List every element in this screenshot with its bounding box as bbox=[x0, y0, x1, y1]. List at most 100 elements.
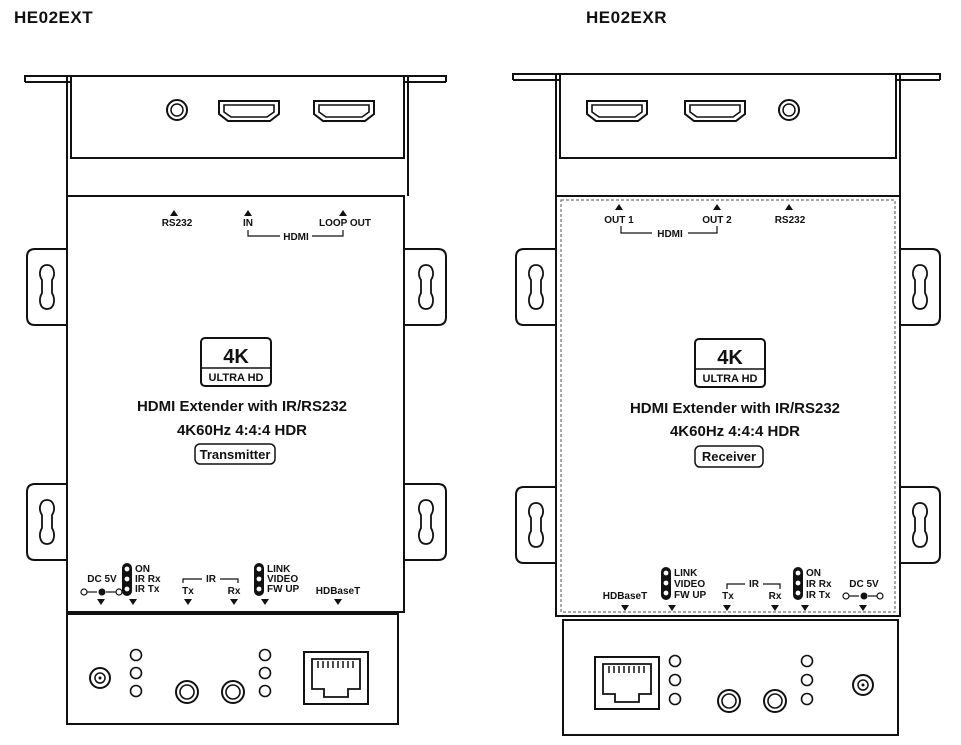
mounting-ear-icon bbox=[898, 486, 941, 564]
led-link-label: LINK bbox=[674, 568, 698, 579]
hdmi-group-label: HDMI bbox=[283, 232, 309, 243]
hdbaset-label: HDBaseT bbox=[603, 591, 647, 602]
product-spec: 4K60Hz 4:4:4 HDR bbox=[177, 422, 307, 439]
hdbaset-label: HDBaseT bbox=[316, 586, 360, 597]
receiver-bottom-labels: HDBaseT LINK VIDEO FW UP IR Tx Rx ON IR … bbox=[603, 567, 884, 611]
product-spec: 4K60Hz 4:4:4 HDR bbox=[670, 423, 800, 440]
transmitter-body bbox=[66, 195, 405, 613]
logo-4k-text: 4K bbox=[223, 346, 249, 368]
rs232-port-icon bbox=[778, 99, 800, 121]
arrow-down-icon bbox=[184, 599, 192, 605]
logo-ultra-hd-text: ULTRA HD bbox=[209, 372, 264, 384]
rs232-label: RS232 bbox=[775, 215, 806, 226]
arrow-down-icon bbox=[230, 599, 238, 605]
unit-type-badge bbox=[194, 443, 276, 465]
dc-5v-label: DC 5V bbox=[87, 574, 117, 585]
power-symbol-icon bbox=[842, 592, 884, 600]
loop-out-label: LOOP OUT bbox=[319, 218, 371, 229]
led-indicator-icon bbox=[800, 654, 814, 706]
mounting-ear-icon bbox=[515, 486, 558, 564]
arrow-up-icon bbox=[615, 204, 623, 210]
hdmi-in-label: IN bbox=[243, 218, 253, 229]
led-indicator-icon bbox=[258, 648, 272, 698]
dc-power-jack-icon bbox=[89, 667, 111, 689]
receiver-top-bracket bbox=[512, 73, 941, 196]
arrow-down-icon bbox=[859, 605, 867, 611]
arrow-up-icon bbox=[170, 210, 178, 216]
ir-rx-jack-icon bbox=[763, 689, 787, 713]
led-indicator-icon bbox=[129, 648, 143, 698]
product-description: HDMI Extender with IR/RS232 bbox=[630, 400, 840, 417]
logo-ultra-hd-text: ULTRA HD bbox=[703, 373, 758, 385]
arrow-down-icon bbox=[801, 605, 809, 611]
led-ir-rx-label: IR Rx bbox=[135, 574, 161, 585]
power-symbol-icon bbox=[80, 588, 123, 596]
ir-tx-jack-icon bbox=[175, 680, 199, 704]
transmitter-unit: RS232 IN LOOP OUT HDMI 4K ULTRA HD HDMI … bbox=[24, 75, 447, 725]
receiver-dashed-outline bbox=[560, 199, 896, 613]
led-video-label: VIDEO bbox=[267, 574, 298, 585]
ultra-hd-logo: 4K ULTRA HD bbox=[694, 338, 766, 388]
arrow-down-icon bbox=[621, 605, 629, 611]
mounting-ear-icon bbox=[404, 483, 447, 561]
unit-type-label: Receiver bbox=[702, 449, 756, 464]
out2-label: OUT 2 bbox=[702, 215, 732, 226]
transmitter-bottom-labels: DC 5V ON IR Rx IR Tx IR Tx Rx LIN bbox=[80, 563, 360, 605]
mounting-ear-icon bbox=[515, 248, 558, 326]
product-description: HDMI Extender with IR/RS232 bbox=[137, 398, 347, 415]
mounting-ear-icon bbox=[898, 248, 941, 326]
dc-power-jack-icon bbox=[852, 674, 874, 696]
transmitter-top-labels: RS232 IN LOOP OUT HDMI bbox=[162, 210, 371, 243]
ir-group-label: IR bbox=[749, 579, 760, 590]
hdmi-group-label: HDMI bbox=[657, 229, 683, 240]
rs232-port-icon bbox=[166, 99, 188, 121]
ir-tx-label: Tx bbox=[182, 586, 194, 597]
led-link-label: LINK bbox=[267, 564, 291, 575]
led-ir-rx-label: IR Rx bbox=[806, 579, 832, 590]
arrow-down-icon bbox=[334, 599, 342, 605]
arrow-down-icon bbox=[771, 605, 779, 611]
receiver-model-title: HE02EXR bbox=[586, 8, 667, 27]
transmitter-top-bracket bbox=[24, 75, 447, 196]
receiver-bottom-panel bbox=[562, 619, 899, 736]
receiver-top-labels: OUT 1 OUT 2 RS232 HDMI bbox=[604, 204, 806, 240]
led-fw-up-label: FW UP bbox=[267, 584, 300, 595]
led-fw-up-label: FW UP bbox=[674, 590, 707, 601]
mounting-ear-icon bbox=[26, 483, 69, 561]
ir-tx-jack-icon bbox=[717, 689, 741, 713]
out1-label: OUT 1 bbox=[604, 215, 634, 226]
ir-rx-label: Rx bbox=[769, 591, 782, 602]
unit-type-label: Transmitter bbox=[200, 447, 271, 462]
ir-rx-label: Rx bbox=[228, 586, 241, 597]
arrow-down-icon bbox=[261, 599, 269, 605]
ir-group-label: IR bbox=[206, 574, 217, 585]
arrow-down-icon bbox=[723, 605, 731, 611]
ultra-hd-logo: 4K ULTRA HD bbox=[200, 337, 272, 387]
ir-tx-label: Tx bbox=[722, 591, 734, 602]
led-indicator-icon bbox=[668, 654, 682, 706]
arrow-down-icon bbox=[129, 599, 137, 605]
arrow-up-icon bbox=[713, 204, 721, 210]
transmitter-model-title: HE02EXT bbox=[14, 8, 94, 27]
ir-rx-jack-icon bbox=[221, 680, 245, 704]
arrow-up-icon bbox=[244, 210, 252, 216]
dc-5v-label: DC 5V bbox=[849, 579, 879, 590]
mounting-ear-icon bbox=[26, 248, 69, 326]
receiver-unit: OUT 1 OUT 2 RS232 HDMI 4K ULTRA HD HDMI … bbox=[512, 73, 941, 736]
led-video-label: VIDEO bbox=[674, 579, 705, 590]
transmitter-bottom-panel bbox=[66, 613, 399, 725]
led-ir-tx-label: IR Tx bbox=[135, 584, 160, 595]
arrow-down-icon bbox=[97, 599, 105, 605]
arrow-up-icon bbox=[339, 210, 347, 216]
arrow-down-icon bbox=[668, 605, 676, 611]
arrow-up-icon bbox=[785, 204, 793, 210]
receiver-body bbox=[555, 195, 901, 617]
led-on-label: ON bbox=[806, 568, 821, 579]
unit-type-badge bbox=[694, 445, 764, 468]
led-ir-tx-label: IR Tx bbox=[806, 590, 831, 601]
rs232-label: RS232 bbox=[162, 218, 193, 229]
led-on-label: ON bbox=[135, 564, 150, 575]
mounting-ear-icon bbox=[404, 248, 447, 326]
logo-4k-text: 4K bbox=[717, 347, 743, 369]
